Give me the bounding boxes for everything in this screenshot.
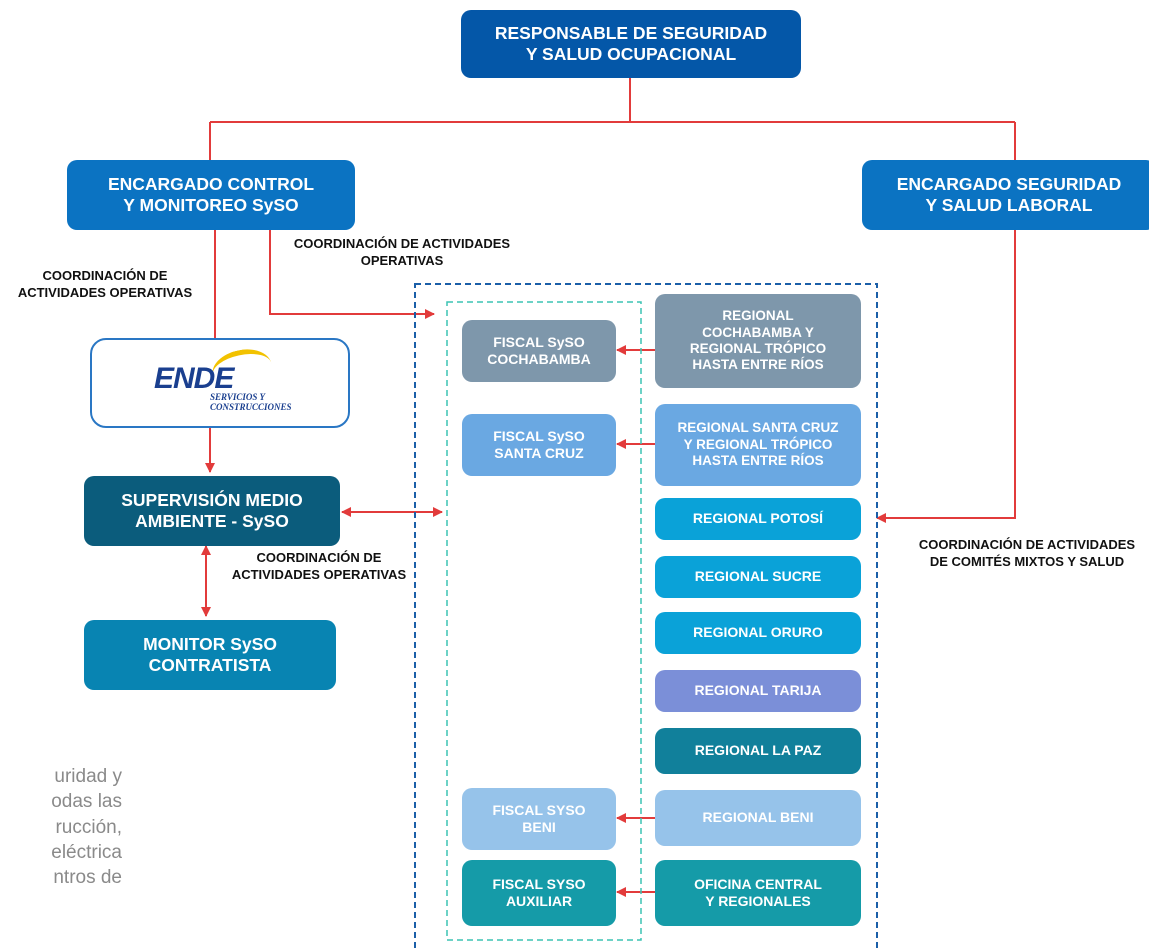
regional-box: REGIONAL TARIJA bbox=[655, 670, 861, 712]
ende-logo-sub: SERVICIOS Y CONSTRUCCIONES bbox=[210, 392, 292, 413]
regional-box: OFICINA CENTRAL Y REGIONALES bbox=[655, 860, 861, 926]
fiscal-box: FISCAL SySO COCHABAMBA bbox=[462, 320, 616, 382]
node-encargado-seguridad: ENCARGADO SEGURIDAD Y SALUD LABORAL bbox=[862, 160, 1149, 230]
inner-dashed-group bbox=[446, 301, 642, 941]
ende-logo: ENDE SERVICIOS Y CONSTRUCCIONES bbox=[90, 338, 350, 428]
node-monitor: MONITOR SySO CONTRATISTA bbox=[84, 620, 336, 690]
regional-box: REGIONAL SANTA CRUZ Y REGIONAL TRÓPICO H… bbox=[655, 404, 861, 486]
node-encargado-control: ENCARGADO CONTROL Y MONITOREO SySO bbox=[67, 160, 355, 230]
regional-box: REGIONAL POTOSÍ bbox=[655, 498, 861, 540]
fiscal-box: FISCAL SYSO BENI bbox=[462, 788, 616, 850]
ende-logo-name: ENDE bbox=[154, 362, 234, 395]
regional-box: REGIONAL BENI bbox=[655, 790, 861, 846]
regional-box: REGIONAL SUCRE bbox=[655, 556, 861, 598]
fiscal-box: FISCAL SYSO AUXILIAR bbox=[462, 860, 616, 926]
node-supervision: SUPERVISIÓN MEDIO AMBIENTE - SySO bbox=[84, 476, 340, 546]
body-text-fragment: uridad y odas las rucción, eléctrica ntr… bbox=[51, 766, 122, 889]
label-coord-right: COORDINACIÓN DE ACTIVIDADES DE COMITÉS M… bbox=[918, 537, 1136, 569]
label-coord-top: COORDINACIÓN DE ACTIVIDADES OPERATIVAS bbox=[293, 236, 511, 268]
outer-dashed-group bbox=[414, 283, 878, 951]
regional-box: REGIONAL LA PAZ bbox=[655, 728, 861, 774]
label-coord-left: COORDINACIÓN DE ACTIVIDADES OPERATIVAS bbox=[17, 268, 193, 300]
node-responsable: RESPONSABLE DE SEGURIDAD Y SALUD OCUPACI… bbox=[461, 10, 801, 78]
arrow-right-to-group bbox=[876, 230, 1016, 523]
fiscal-box: FISCAL SySO SANTA CRUZ bbox=[462, 414, 616, 476]
label-coord-mid: COORDINACIÓN DE ACTIVIDADES OPERATIVAS bbox=[231, 550, 407, 582]
arrow-coord-to-group bbox=[269, 230, 435, 319]
regional-box: REGIONAL ORURO bbox=[655, 612, 861, 654]
regional-box: REGIONAL COCHABAMBA Y REGIONAL TRÓPICO H… bbox=[655, 294, 861, 388]
